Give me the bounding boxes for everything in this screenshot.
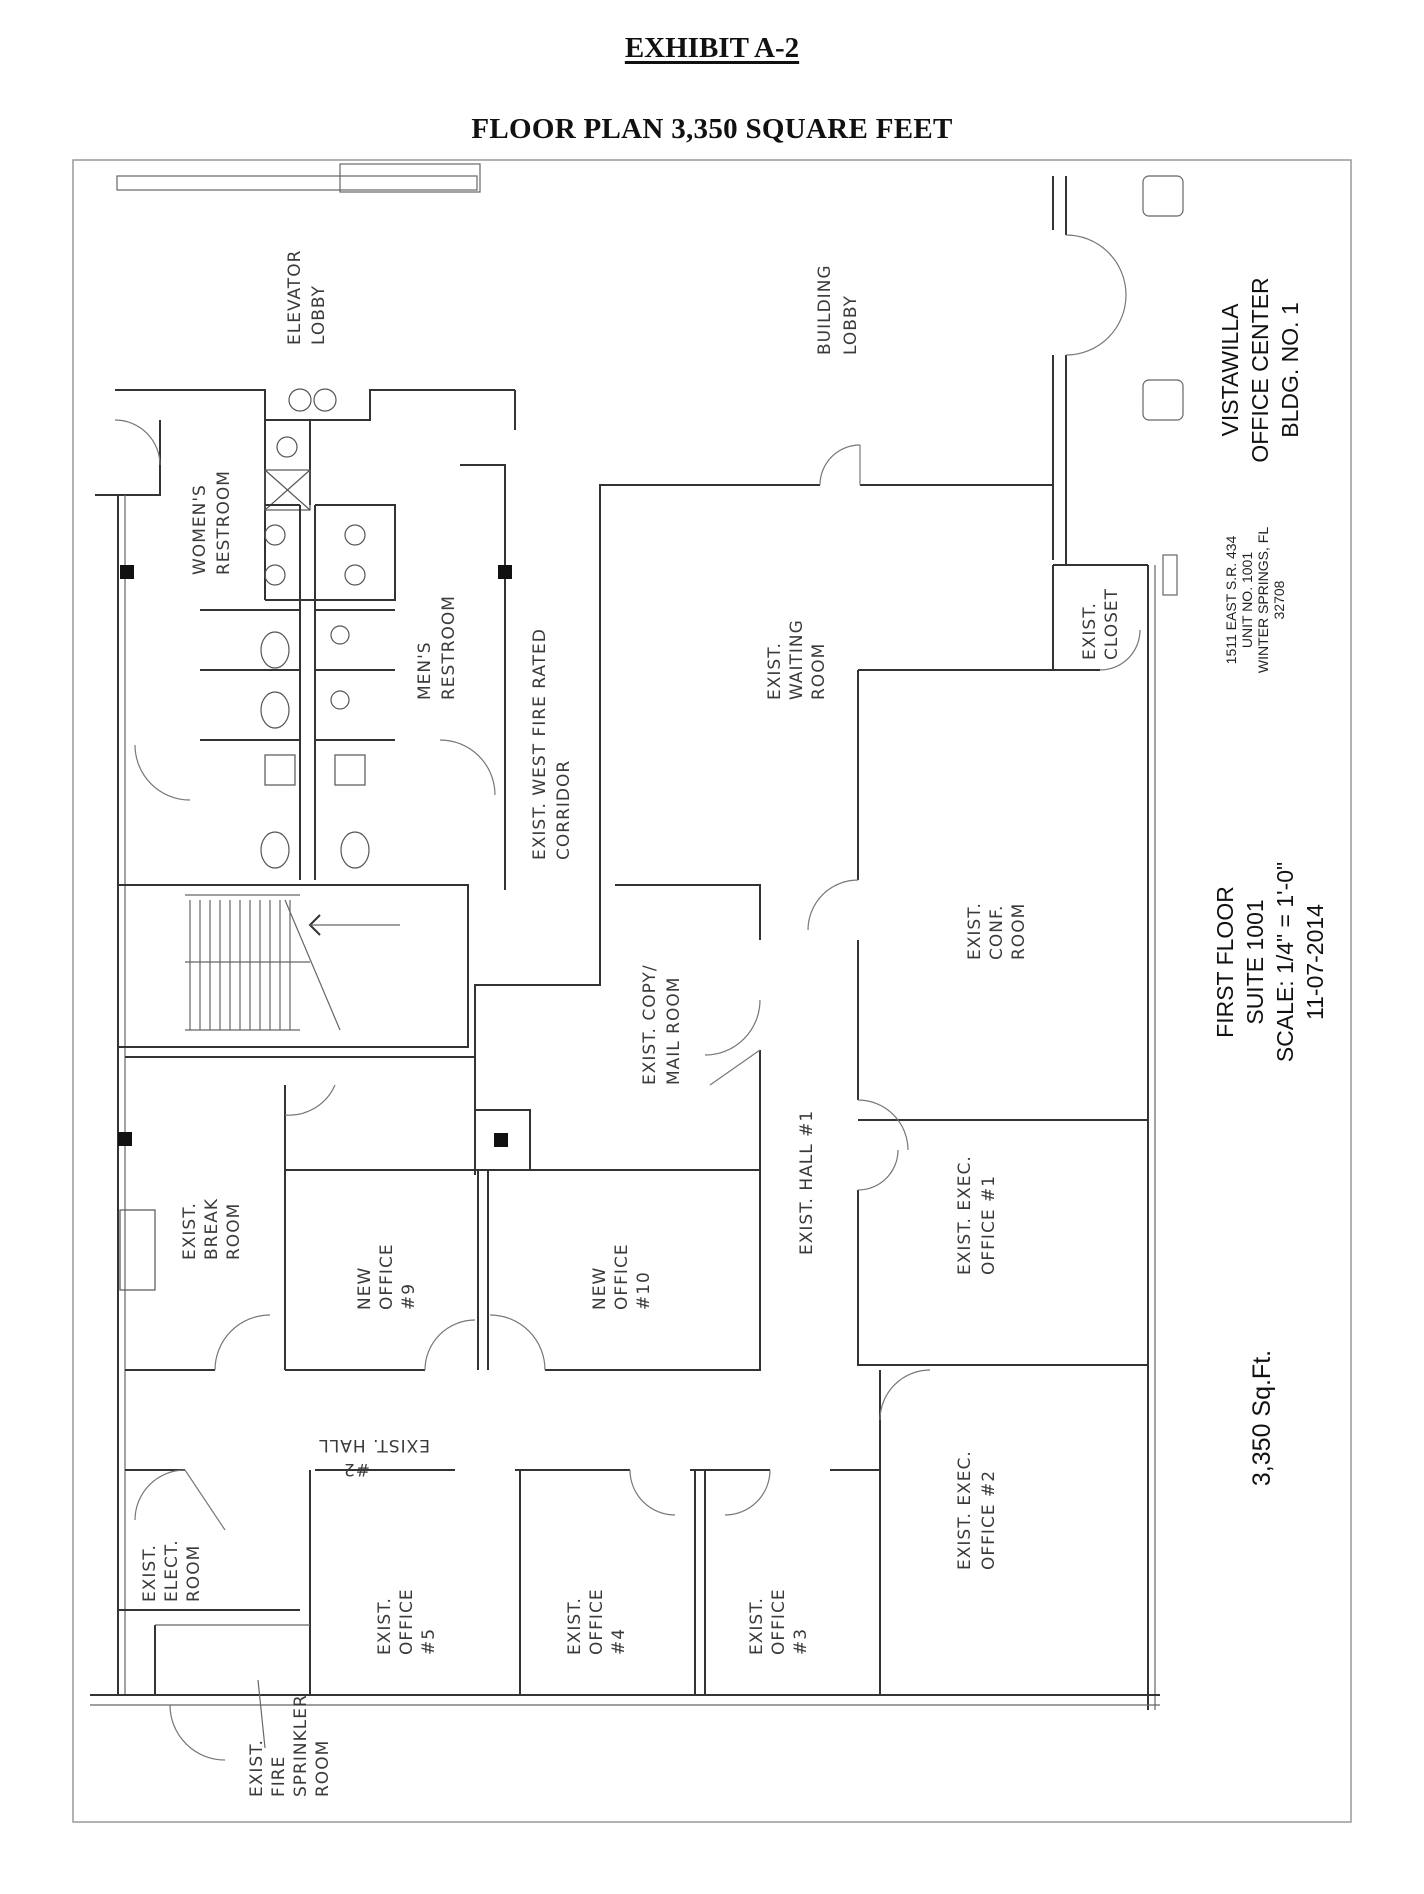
- label-conf-room: EXIST.: [965, 902, 985, 960]
- label-waiting-room: EXIST.: [765, 642, 785, 700]
- label-west-corridor: EXIST. WEST FIRE RATED: [530, 628, 550, 860]
- scale-label: SCALE: 1/4" = 1'-0": [1272, 862, 1298, 1062]
- floor-label: FIRST FLOOR: [1212, 886, 1238, 1038]
- svg-text:EXIST. EXEC.OFFICE #1: EXIST. EXEC.OFFICE #1: [955, 1155, 999, 1275]
- label-break-room: EXIST.: [180, 1202, 200, 1260]
- building-name: VISTAWILLA: [1217, 303, 1243, 437]
- label-elevator-lobby: ELEVATOR: [285, 250, 305, 345]
- label-hall-1: EXIST. HALL #1: [797, 1110, 817, 1255]
- svg-text:EXIST.OFFICE#4: EXIST.OFFICE#4: [565, 1588, 629, 1655]
- svg-text:EXIST.CONF.ROOM: EXIST.CONF.ROOM: [965, 902, 1029, 960]
- page-border: [72, 159, 1352, 1823]
- label-elect-room: EXIST.: [140, 1544, 160, 1602]
- structural-columns: [118, 565, 512, 1147]
- area-block: 3,350 Sq.Ft.: [1248, 1350, 1276, 1486]
- exhibit-title: EXHIBIT A-2: [624, 32, 800, 64]
- svg-text:EXIST.CLOSET: EXIST.CLOSET: [1080, 588, 1122, 660]
- label-mens-restroom: MEN'S: [415, 641, 435, 700]
- label-new-office-10: NEW: [590, 1267, 610, 1310]
- date-label: 11-07-2014: [1302, 904, 1328, 1020]
- svg-text:1511 EAST S.R. 434UNIT NO. 100: 1511 EAST S.R. 434UNIT NO. 1001WINTER SP…: [1223, 527, 1287, 673]
- svg-text:EXIST. HALL #1: EXIST. HALL #1: [797, 1110, 817, 1255]
- label-new-office-9: NEW: [355, 1267, 375, 1310]
- label-office-3: EXIST.: [747, 1597, 767, 1655]
- label-closet: EXIST.: [1080, 602, 1100, 660]
- suite-walls: [90, 388, 1160, 1761]
- svg-text:EXIST. HALL#2: EXIST. HALL#2: [318, 1435, 430, 1479]
- label-fire-sprinkler-room: EXIST.: [247, 1739, 267, 1797]
- area-label: 3,350 Sq.Ft.: [1248, 1350, 1276, 1486]
- label-office-4: EXIST.: [565, 1597, 585, 1655]
- address-block: 1511 EAST S.R. 434UNIT NO. 1001WINTER SP…: [1223, 527, 1287, 673]
- label-womens-restroom: WOMEN'S: [190, 484, 210, 575]
- svg-text:EXIST. EXEC.OFFICE #2: EXIST. EXEC.OFFICE #2: [955, 1450, 999, 1570]
- label-hall-2: EXIST. HALL: [318, 1435, 430, 1455]
- label-office-5: EXIST.: [375, 1597, 395, 1655]
- label-exec-office-2: EXIST. EXEC.: [955, 1450, 975, 1570]
- top-walls: [116, 163, 1184, 596]
- label-exec-office-1: EXIST. EXEC.: [955, 1155, 975, 1275]
- label-copy-room: EXIST. COPY/: [640, 964, 660, 1085]
- label-building-lobby: BUILDING: [815, 264, 835, 355]
- plan-title: FLOOR PLAN 3,350 SQUARE FEET: [471, 113, 953, 145]
- svg-text:EXIST.ELECT.ROOM: EXIST.ELECT.ROOM: [140, 1539, 204, 1602]
- svg-text:EXIST.OFFICE#3: EXIST.OFFICE#3: [747, 1588, 811, 1655]
- svg-text:EXIST. COPY/MAIL ROOM: EXIST. COPY/MAIL ROOM: [640, 964, 684, 1085]
- svg-text:EXIST.OFFICE#5: EXIST.OFFICE#5: [375, 1588, 439, 1655]
- suite-label: SUITE 1001: [1242, 899, 1268, 1024]
- address-street: 1511 EAST S.R. 434: [1223, 535, 1239, 664]
